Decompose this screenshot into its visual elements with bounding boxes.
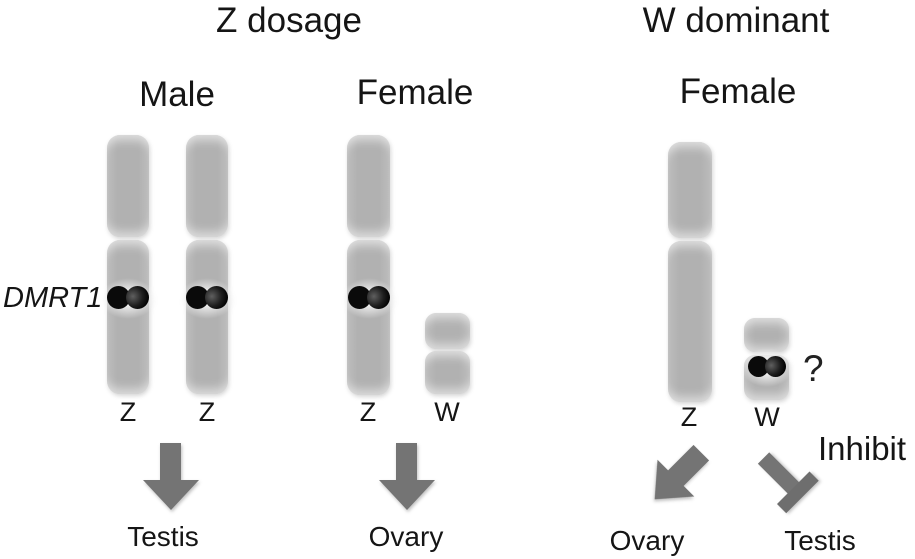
gene-dot: [205, 286, 228, 309]
down-arrow-female: [378, 443, 435, 510]
down-arrow-male: [142, 443, 199, 510]
gene-dot: [126, 286, 149, 309]
gene-dot: [186, 286, 209, 309]
chromosome-w-female-right: [739, 318, 794, 400]
female-label-left: Female: [356, 73, 474, 112]
chromosome-z-female-right: [668, 142, 712, 402]
outcome-testis-right: Testis: [784, 525, 856, 556]
chromosome-arm-top: [668, 142, 712, 238]
chromosome-arm-top: [425, 313, 470, 349]
arrow-shaft: [160, 443, 181, 480]
chromosome-arm-bottom: [425, 351, 470, 394]
gene-question-mark: ?: [803, 348, 824, 389]
gene-dot: [366, 286, 390, 309]
chromosome-z-male-2: [178, 135, 236, 394]
arrow-head: [142, 480, 199, 510]
arrow-head: [378, 480, 435, 510]
chromosome-letter-w: W: [754, 402, 780, 432]
outcome-testis-left: Testis: [127, 521, 199, 552]
chromosome-arm-top: [107, 135, 149, 237]
dmrt1-gene-dots-w: [739, 347, 794, 388]
chromosome-letter-z: Z: [198, 397, 216, 427]
chromosome-letter-z: Z: [680, 402, 698, 432]
gene-dot: [347, 286, 371, 309]
dmrt1-gene-dots: [339, 277, 398, 320]
chromosome-w-female-left: [425, 313, 470, 394]
female-label-right: Female: [679, 72, 797, 111]
chromosome-letter-w: W: [434, 397, 460, 427]
model-title-w-dominant: W dominant: [642, 1, 830, 40]
outcome-ovary-right: Ovary: [609, 525, 685, 556]
dmrt1-gene-dots: [178, 277, 236, 320]
gene-dot: [764, 356, 786, 377]
chromosome-arm-top: [744, 318, 789, 352]
outcome-ovary-left: Ovary: [368, 521, 444, 552]
arrow-shaft: [396, 443, 417, 480]
chromosome-letter-z: Z: [359, 397, 377, 427]
inhibit-label: Inhibit: [818, 430, 907, 467]
gene-dot: [747, 356, 769, 377]
dmrt1-gene-dots: [99, 277, 157, 320]
chromosome-z-male-1: [99, 135, 157, 394]
chromosome-letter-z: Z: [119, 397, 137, 427]
gene-label-dmrt1: DMRT1: [3, 282, 103, 314]
gene-dot: [107, 286, 130, 309]
inhibit-arrow-testis: [747, 442, 819, 514]
chromosome-arm-top: [186, 135, 228, 237]
chromosome-arm-bottom: [668, 241, 712, 402]
chromosome-z-female-left: [339, 135, 398, 395]
diagonal-arrow-ovary: [636, 434, 719, 518]
chromosome-arm-top: [347, 135, 390, 237]
male-label: Male: [139, 75, 215, 114]
model-title-z-dosage: Z dosage: [216, 1, 362, 40]
